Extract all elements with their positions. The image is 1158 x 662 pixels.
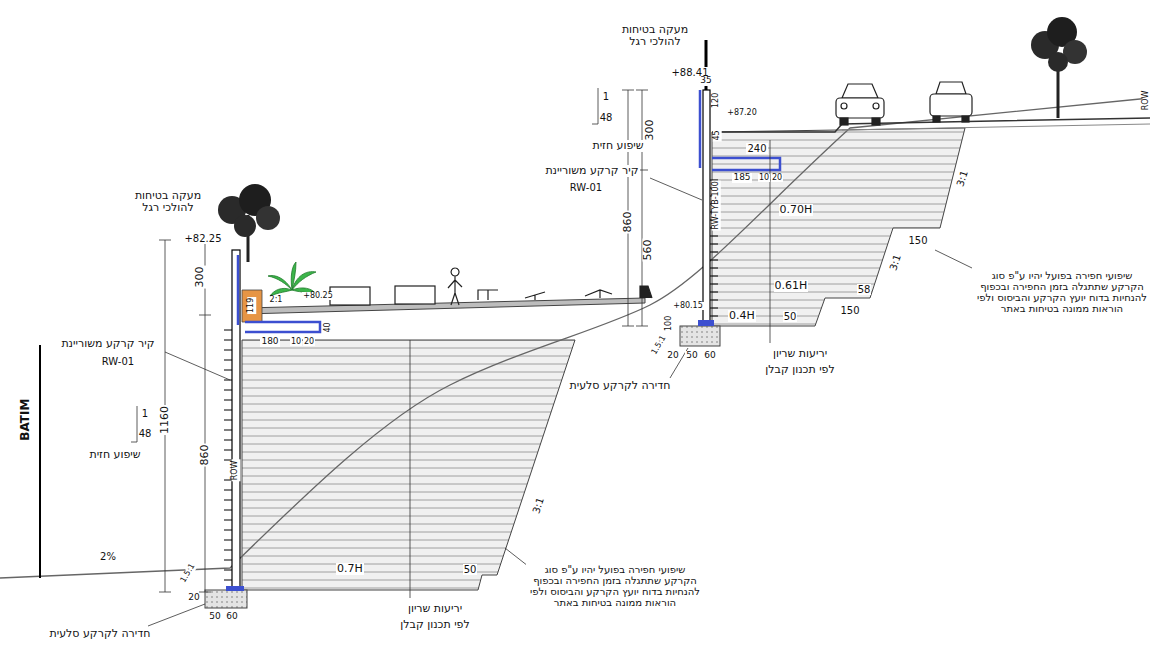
annotation-label: 60 [703,351,716,361]
annotation-label: יריעות שריון [772,348,828,360]
annotation-label: 10 [758,174,770,183]
annotation-label: 60 [225,612,238,622]
annotation-label: 20 [666,351,679,361]
annotation-label: חדירה לקרקע סלעית [49,628,152,640]
leader-line [148,140,972,626]
annotation-label: 1 [141,408,149,419]
annotation-label: 48 [599,112,614,123]
road-base [842,124,1150,130]
annotation-label: 0.61H [774,280,809,292]
annotation-label: מעקה בטיחות להולכי רגל [127,190,209,214]
annotation-label: 150 [839,305,860,316]
annotation-label: 119 [248,296,257,313]
tree [1031,17,1087,118]
car [930,82,972,122]
annotation-label: +82.25 [183,233,222,244]
annotation-label: 50 [783,311,798,322]
park-furniture [330,268,652,305]
annotation-label: 10 [290,338,302,347]
annotation-label: שיפוע חזית [591,140,644,152]
annotation-label: 3:1 [887,252,903,273]
cap-fill [242,290,262,322]
annotation-label: ROW [1143,89,1152,111]
annotation-label: +87.20 [726,109,758,118]
annotation-label: שיפועי חפירה בפועל יהיו ע"פ סוג הקרקע שת… [973,270,1151,314]
reinforced-zone [242,340,575,590]
wall-panels [224,330,232,580]
annotation-label: +80.25 [302,292,334,301]
annotation-label: שיפוע חזית [88,449,141,461]
ground-line [0,98,1150,578]
annotation-label: קיר קרקע משוריינת [544,165,639,177]
footing [680,326,720,346]
annotation-label: 50 [208,612,221,622]
annotation-label: מעקה בטיחות להולכי רגל [614,24,696,48]
annotation-label: 3:1 [530,495,546,516]
annotation-label: לפי תכנון קבלן [399,619,470,631]
annotation-label: 1.5:1 [179,561,198,585]
tree [218,184,280,262]
annotation-label: 860 [199,444,211,467]
annotation-label: 3:1 [954,168,970,189]
annotation-label: 0.7H [336,563,364,575]
annotation-label: 40 [324,321,333,333]
annotation-label: יריעות שריון [407,603,463,615]
annotation-label: 100 [666,314,675,331]
annotation-label: 300 [194,266,206,289]
annotation-label: 2:1 [269,296,284,305]
annotation-label: RW-01 [569,182,603,193]
footing [205,590,247,608]
annotation-label: חדירה לקרקע סלעית [569,380,672,392]
annotation-label: 1160 [159,405,171,435]
base-plate [698,320,714,326]
slope-mark [131,88,598,442]
annotation-label: 300 [644,119,656,142]
base-plate [226,586,244,591]
annotation-label: לפי תכנון קבלן [764,364,835,376]
annotation-label: RW-TYB-100 [712,180,721,230]
annotation-label: ROW [232,459,241,481]
annotation-label: 860 [622,211,634,234]
annotation-label: +80.15 [672,302,704,311]
annotation-label: BATIM [19,398,32,442]
annotation-label: 0.70H [779,204,814,216]
annotation-label: 560 [642,239,654,262]
annotation-label: 1 [602,91,610,102]
batim-line [39,345,41,578]
annotation-label: 20 [771,174,783,183]
car [836,84,884,125]
annotation-label: 20 [187,593,200,603]
annotation-label: 20 [303,338,315,347]
platform-slab [245,298,645,314]
annotation-label: 150 [907,235,928,246]
annotation-label: קיר קרקע משוריינת [60,338,155,350]
annotation-label: 180 [260,337,279,347]
annotation-label: שיפועי חפירה בפועל יהיו ע"פ סוג הקרקע שת… [526,564,704,608]
wall-facing [703,90,710,326]
annotation-label: 35 [699,76,712,86]
annotation-label: 2% [99,551,117,562]
road-surface [712,118,1150,132]
cap-beam [700,90,780,170]
annotation-label: 240 [746,143,767,154]
annotation-label: 120 [713,91,722,108]
annotation-label: 50 [463,564,478,575]
annotation-label: 48 [138,428,153,439]
annotation-label: 58 [857,284,872,295]
annotation-label: RW-01 [101,356,135,367]
annotation-label: 50 [685,351,698,361]
annotation-label: 45 [713,129,722,141]
annotation-label: 185 [732,173,751,183]
dimension-line [159,240,211,592]
annotation-label: 0.4H [728,310,756,322]
